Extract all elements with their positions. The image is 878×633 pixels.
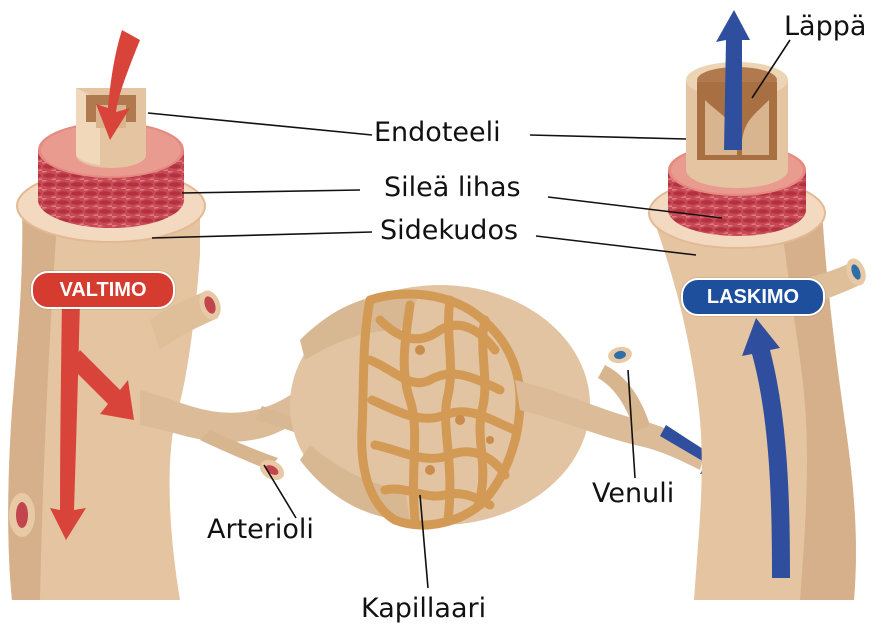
endothelium-label: Endoteeli — [374, 119, 501, 146]
arteriole-label: Arterioli — [207, 516, 314, 543]
artery-badge: VALTIMO — [31, 271, 175, 309]
capillary-label: Kapillaari — [361, 595, 486, 622]
smooth-muscle-label: Sileä lihas — [384, 174, 521, 201]
leader-endothelium-right — [530, 135, 686, 139]
leader-muscle-left — [182, 190, 360, 193]
leader-endothelium-left — [148, 113, 372, 135]
venule-label: Venuli — [592, 480, 674, 507]
valve-label: Läppä — [784, 13, 866, 40]
vein-badge: LASKIMO — [681, 278, 825, 316]
artery — [8, 30, 224, 600]
connective-tissue-label: Sidekudos — [380, 217, 518, 244]
